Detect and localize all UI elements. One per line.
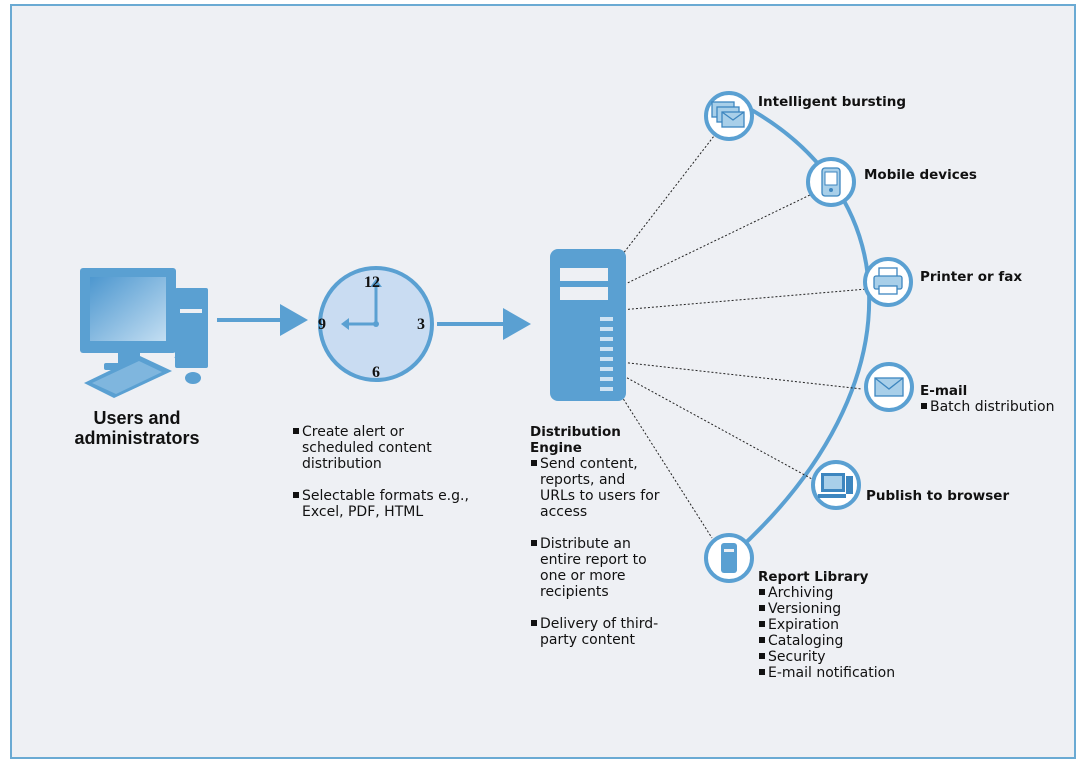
engine-title-line1: Distribution <box>530 424 621 440</box>
engine-item: Delivery of third-party content <box>530 616 660 648</box>
library-sub-item: Versioning <box>758 601 928 617</box>
clock-numeral-9: 9 <box>318 316 326 333</box>
users-label: Users and administrators <box>74 408 200 448</box>
email-notes: E-mail Batch distribution <box>920 383 1070 415</box>
line-to-bursting <box>611 135 715 269</box>
line-to-email <box>619 361 863 390</box>
printer-icon <box>873 267 903 295</box>
printer-label: Printer or fax <box>920 269 1023 285</box>
browser-node <box>811 460 861 510</box>
library-sub-item: Security <box>758 649 928 665</box>
diagram-frame: 12 3 6 9 <box>10 4 1076 759</box>
engine-item: Send content, reports, and URLs to users… <box>530 456 660 520</box>
library-sub-item: Cataloging <box>758 633 928 649</box>
user-computer-icon <box>80 268 208 398</box>
envelope-icon <box>874 377 904 397</box>
library-node <box>704 533 754 583</box>
line-to-library <box>616 388 713 539</box>
printer-node <box>863 257 913 307</box>
library-label: Report Library <box>758 569 869 585</box>
users-label-line1: Users and <box>93 408 181 428</box>
clock-numeral-12: 12 <box>364 274 380 291</box>
line-to-mobile <box>616 193 813 289</box>
users-label-line2: administrators <box>74 428 200 448</box>
bursting-node <box>704 91 754 141</box>
engine-title-line2: Engine <box>530 440 582 456</box>
distribution-engine-server-icon <box>550 249 626 401</box>
computer-icon <box>818 473 853 498</box>
browser-label: Publish to browser <box>866 488 1010 504</box>
engine-title: Distribution Engine <box>530 424 660 456</box>
email-sub-item: Batch distribution <box>920 399 1070 415</box>
email-node <box>864 362 914 412</box>
email-label: E-mail <box>920 383 968 399</box>
pda-icon <box>821 167 841 197</box>
library-sub-item: E-mail notification <box>758 665 928 681</box>
library-sub-item: Expiration <box>758 617 928 633</box>
clock-icon: 12 3 6 9 <box>318 266 434 382</box>
engine-notes: Distribution Engine Send content, report… <box>530 424 660 664</box>
clock-numeral-3: 3 <box>417 316 425 333</box>
clock-numeral-6: 6 <box>372 364 380 381</box>
envelopes-icon <box>711 101 745 128</box>
library-notes: Report Library Archiving Versioning Expi… <box>758 569 928 681</box>
scheduling-notes: Create alert or scheduled content distri… <box>292 424 472 536</box>
connector-lines <box>611 135 868 539</box>
library-sub-item: Archiving <box>758 585 928 601</box>
mobile-label: Mobile devices <box>864 167 977 183</box>
scheduling-item: Create alert or scheduled content distri… <box>292 424 472 472</box>
bursting-label: Intelligent bursting <box>758 94 907 110</box>
line-to-printer <box>619 288 868 311</box>
server-icon <box>721 543 737 573</box>
distribution-diagram: 12 3 6 9 <box>80 91 914 583</box>
engine-item: Distribute an entire report to one or mo… <box>530 536 660 600</box>
line-to-browser <box>619 373 813 480</box>
mobile-node <box>806 157 856 207</box>
scheduling-item: Selectable formats e.g., Excel, PDF, HTM… <box>292 488 472 520</box>
